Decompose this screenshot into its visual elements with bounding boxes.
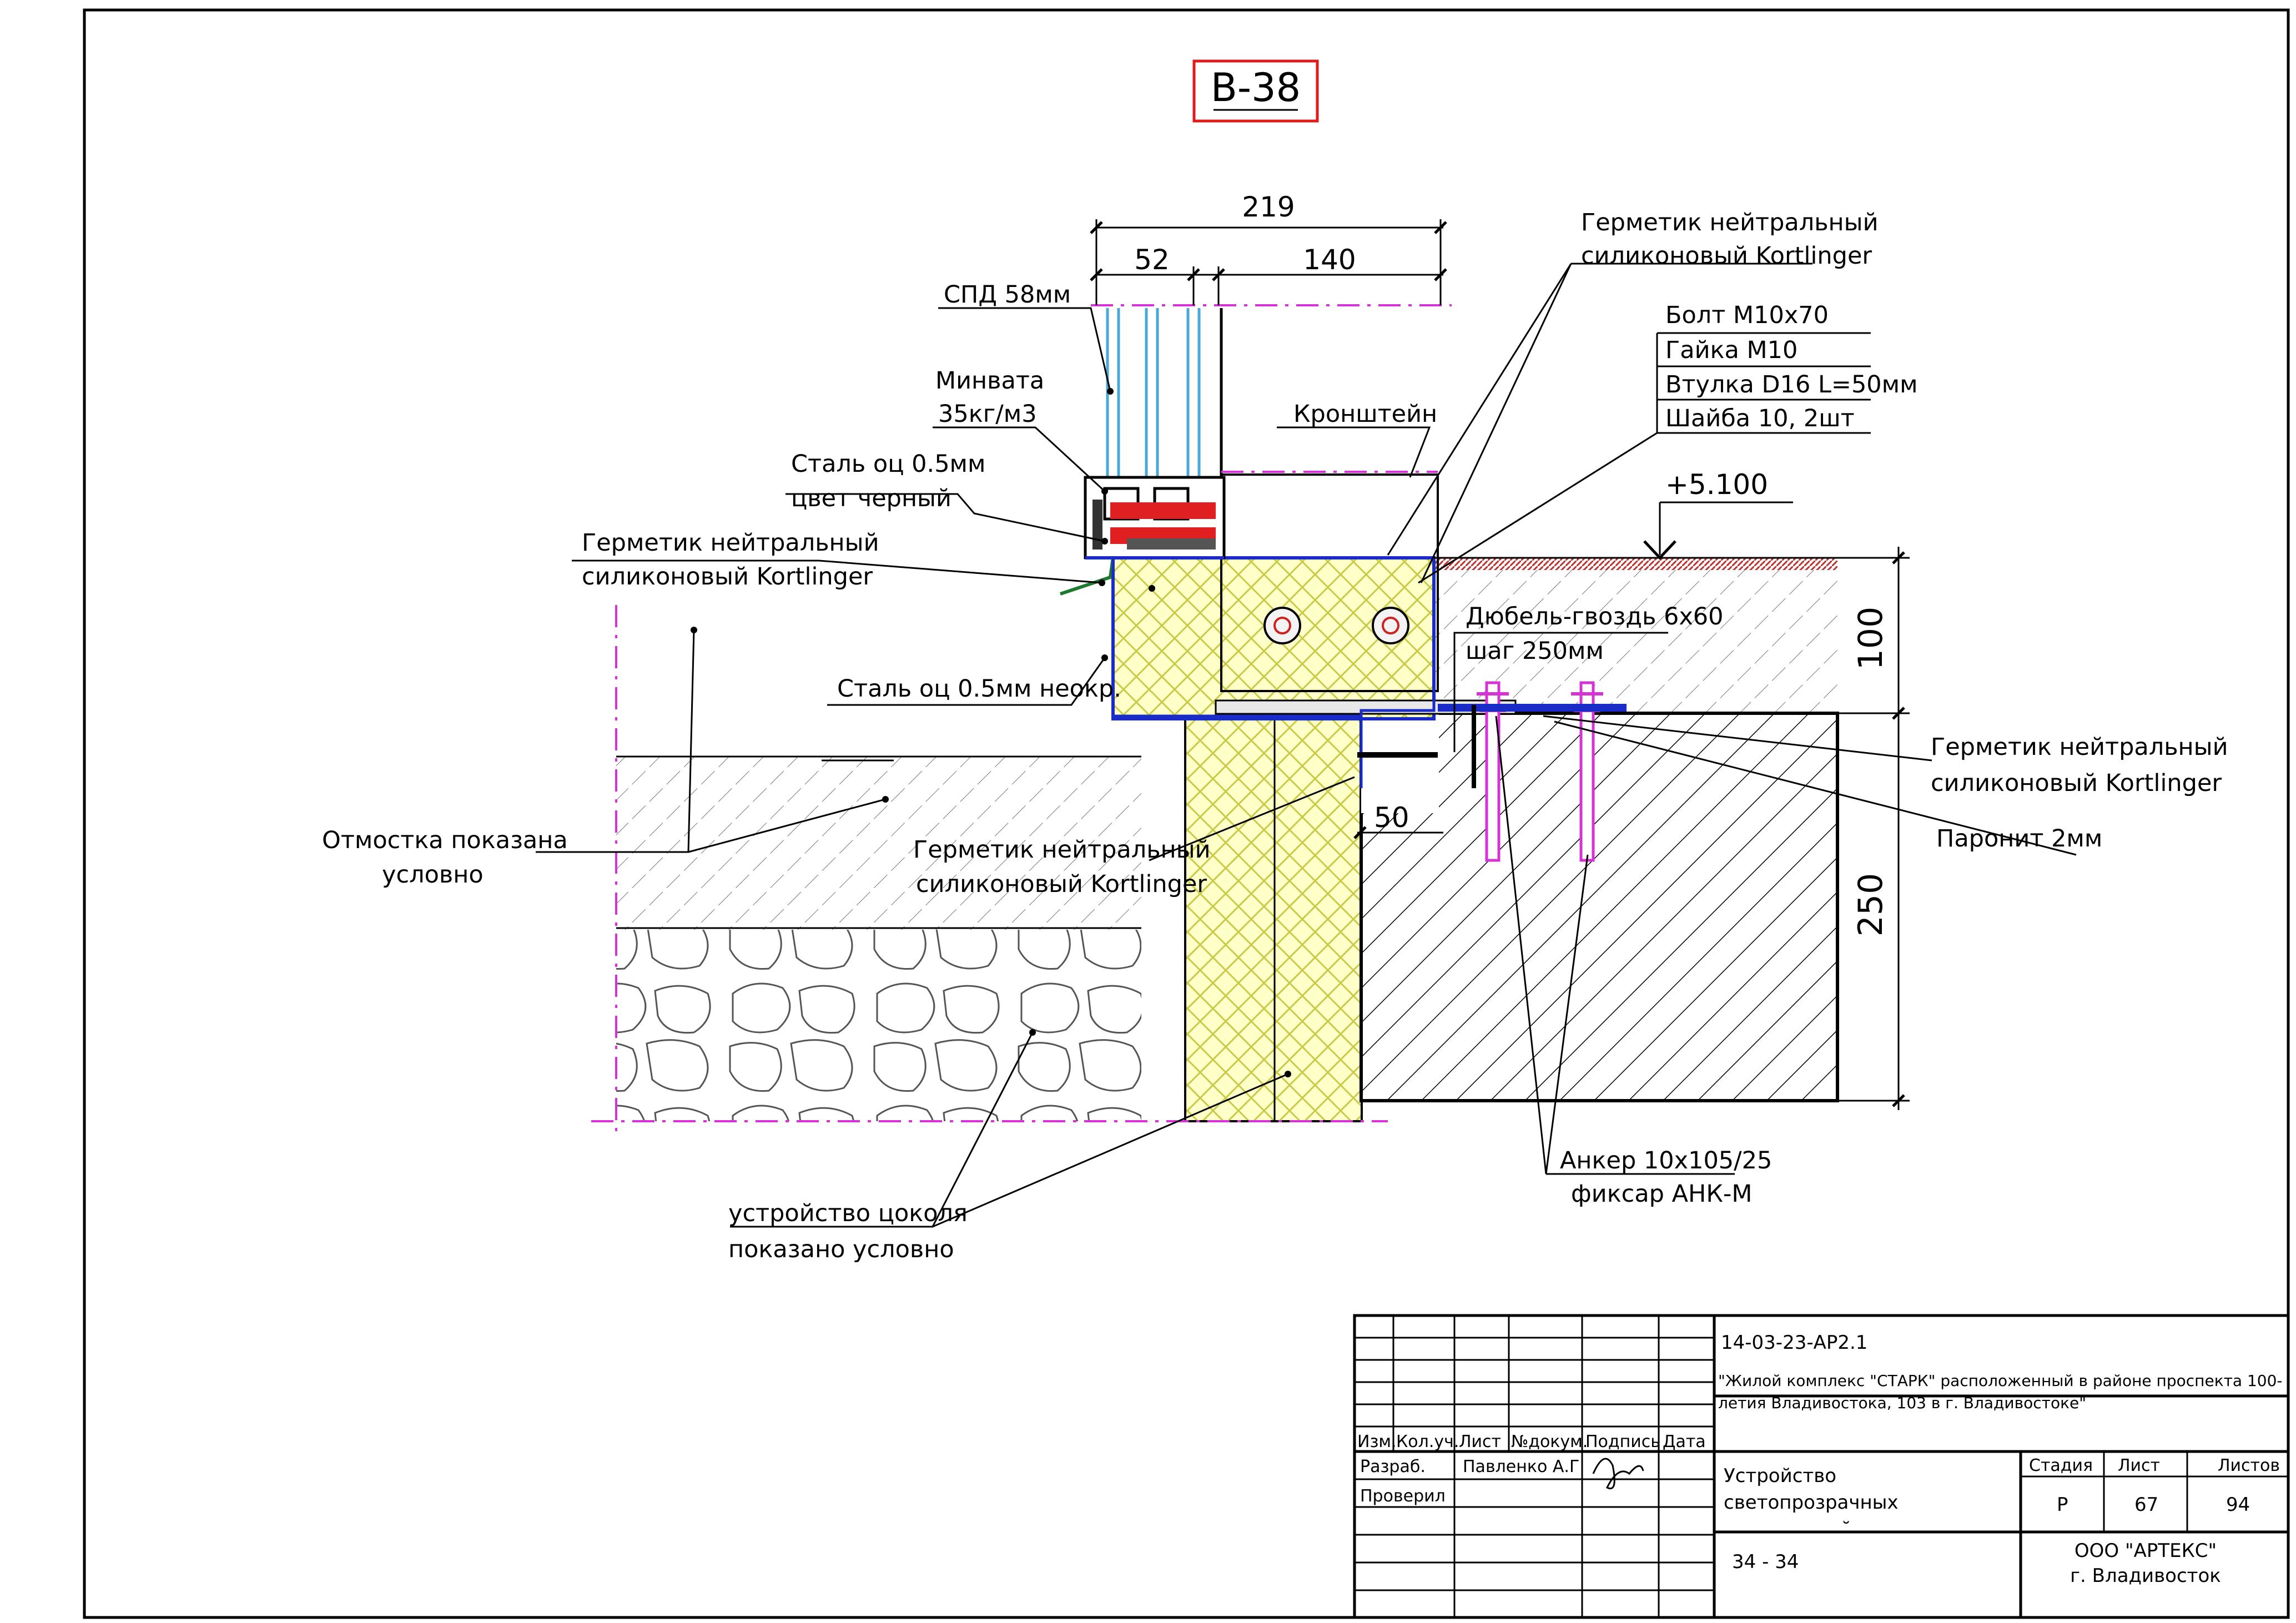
callout-steel-black-1: Сталь оц 0.5мм (791, 450, 985, 478)
bolt-1-core (1273, 617, 1291, 634)
callout-anchor-1: Анкер 10х105/25 (1560, 1147, 1772, 1175)
callout-sealant-top-2: силиконовый Kortlinger (1581, 242, 1872, 270)
callout-steel-raw: Сталь оц 0.5мм неокр. (837, 675, 1121, 703)
bracket (1220, 473, 1439, 692)
tb-stage-label: Стадия (2029, 1456, 2093, 1475)
plinth-insulation (1184, 715, 1363, 1122)
callout-plinth-2: показано условно (728, 1236, 954, 1263)
axis-lines (591, 304, 1452, 1132)
callout-bolt: Болт М10х70 (1665, 301, 1829, 329)
callout-minvata-2: 35кг/м3 (938, 400, 1037, 428)
concrete-slab (1360, 712, 1839, 1102)
dimension-140-label: 140 (1303, 244, 1356, 276)
signature (1592, 1458, 1644, 1490)
callout-otmostka-1: Отмостка показана (322, 826, 568, 854)
callout-sealant-top-1: Герметик нейтральный (1581, 209, 1879, 236)
tb-developer-name: Павленко А.Г (1463, 1457, 1579, 1476)
tb-project-wrap: "Жилой комплекс "СТАРК" расположенный в … (1718, 1372, 2283, 1412)
callout-sealant-right-2: силиконовый Kortlinger (1931, 769, 2222, 797)
callout-sleeve: Втулка D16 L=50мм (1665, 371, 1918, 399)
callout-minvata-1: Минвата (935, 367, 1044, 395)
callout-bracket: Кронштейн (1293, 400, 1437, 428)
paronit-strip (1438, 704, 1627, 712)
tb-role-checker: Проверил (1360, 1486, 1446, 1506)
tb-sheet-title: Устройство светопрозрачных конструкций (1724, 1465, 1899, 1524)
tb-head-list: Лист (1459, 1432, 1501, 1451)
callout-sealant-right-1: Герметик нейтральный (1931, 733, 2228, 761)
tb-code: 14-03-23-АР2.1 (1721, 1332, 1867, 1354)
callout-spd: СПД 58мм (944, 281, 1071, 309)
callout-otmostka-2: условно (382, 861, 484, 889)
slab-finish (1432, 558, 1837, 570)
tb-sheet-title-wrap: Устройство светопрозрачных конструкций (1724, 1465, 1899, 1524)
dimension-219 (1090, 219, 1447, 305)
dimension-50-label: 50 (1374, 802, 1409, 834)
leader-lines (536, 263, 2077, 1228)
tb-company: ООО "АРТЕКС" (2075, 1540, 2217, 1562)
bolt-2-core (1382, 617, 1399, 634)
tb-stage: Р (2057, 1494, 2068, 1516)
callout-dowel-1: Дюбель-гвоздь 6х60 (1466, 603, 1723, 631)
dimension-250-label: 250 (1851, 873, 1890, 937)
flashing-slab (1360, 558, 1436, 788)
tb-city: г. Владивосток (2070, 1565, 2221, 1587)
dimension-vertical (1837, 547, 1910, 1110)
frame-profile (1084, 476, 1226, 560)
dimension-219-label: 219 (1242, 191, 1295, 223)
leader-dots (691, 388, 1291, 1077)
bolt-1 (1263, 607, 1301, 644)
elevation-marker (1434, 501, 1837, 560)
tb-head-date: Дата (1663, 1432, 1706, 1451)
callout-steel-black-2: цвет черный (791, 485, 951, 512)
tb-head-izm: Изм. (1357, 1432, 1397, 1451)
tb-sheet-label: Лист (2118, 1456, 2160, 1475)
callout-sealant-mid-2: силиконовый Kortlinger (916, 870, 1207, 898)
flashing-black (1060, 557, 1115, 596)
tb-sheet: 67 (2134, 1494, 2158, 1516)
tb-sheets-label: Листов (2218, 1456, 2280, 1475)
title-block (1353, 1314, 2290, 1619)
gravel-layer (616, 930, 1141, 1121)
tb-project: "Жилой комплекс "СТАРК" расположенный в … (1718, 1372, 2283, 1412)
dimension-52-140 (1090, 266, 1447, 305)
glazing-unit (1106, 308, 1223, 477)
callout-plinth-1: устройство цоколя (728, 1199, 968, 1227)
dimension-52-label: 52 (1134, 244, 1170, 276)
dimension-100-label: 100 (1851, 607, 1890, 671)
otmostka-hatch (616, 757, 1141, 930)
bolt-2 (1372, 607, 1409, 644)
tb-head-sign: Подпись (1585, 1432, 1660, 1451)
callout-sealant-mid-1: Герметик нейтральный (913, 836, 1211, 864)
drawing-mark: В-38 (1211, 65, 1301, 110)
tb-role-developer: Разраб. (1360, 1457, 1426, 1476)
drawing-mark-box (1192, 59, 1319, 123)
tb-sheets: 94 (2226, 1494, 2250, 1516)
tb-head-doc: №докум. (1511, 1432, 1588, 1451)
callout-sealant-left-2: силиконовый Kortlinger (582, 563, 873, 591)
sheet-frame (83, 8, 2290, 1619)
elevation-label: +5.100 (1665, 468, 1768, 501)
callout-washer: Шайба 10, 2шт (1665, 405, 1855, 432)
tb-section: 34 - 34 (1732, 1551, 1799, 1573)
dimension-50 (1353, 826, 1443, 839)
callout-sealant-left-1: Герметик нейтральный (582, 529, 879, 557)
callout-dowel-2: шаг 250мм (1466, 637, 1604, 665)
slab-notch (1361, 713, 1439, 813)
callout-anchor-2: фиксар АНК-М (1571, 1180, 1753, 1208)
tb-head-kol: Кол.уч. (1396, 1432, 1459, 1451)
callout-paronit: Паронит 2мм (1936, 825, 2102, 853)
callout-nut: Гайка М10 (1665, 336, 1797, 364)
